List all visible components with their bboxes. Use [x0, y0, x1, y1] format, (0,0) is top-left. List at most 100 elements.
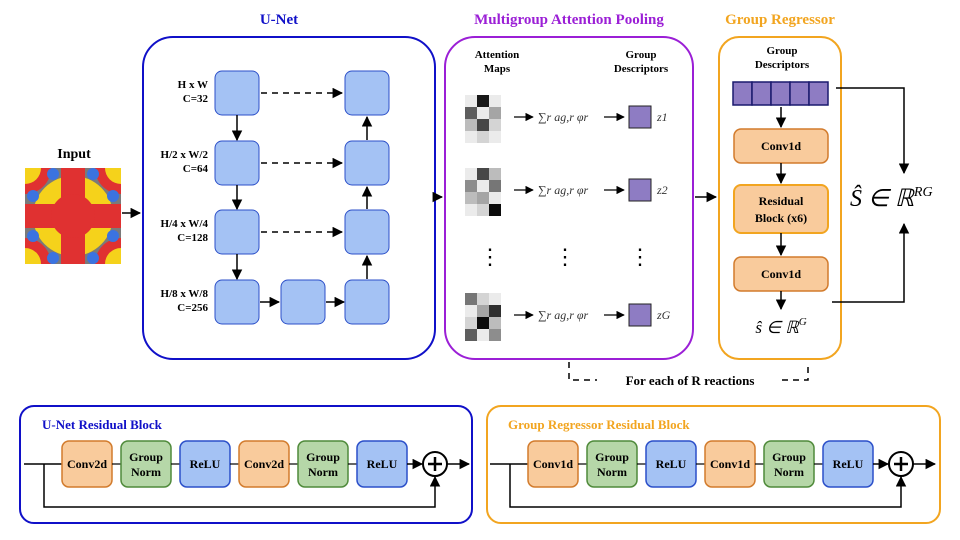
- attention-map-cell: [489, 204, 501, 216]
- attention-map-cell: [477, 305, 489, 317]
- descriptor-to-output-arrow: [836, 87, 910, 175]
- input-blue-dot: [107, 190, 119, 202]
- attention-map-cell: [465, 204, 477, 216]
- ellipsis-maps: ⋮: [479, 245, 501, 270]
- unet-nodes: [214, 70, 390, 325]
- attention-map-cell: [489, 192, 501, 204]
- loop-dashed-left: [568, 362, 597, 381]
- decoder-block: [344, 70, 390, 116]
- attention-map-cell: [489, 305, 501, 317]
- unet-level-size: H/8 x W/8: [161, 288, 209, 300]
- residual-layer-label: Conv1d: [533, 457, 573, 471]
- descriptor-vector-cell: [732, 81, 753, 106]
- pooling-title: Multigroup Attention Pooling: [474, 12, 664, 28]
- final-output: Ŝ ∈ ℝRG: [850, 185, 933, 212]
- attention-map-cell: [465, 305, 477, 317]
- attention-map-cell: [477, 119, 489, 131]
- encoder-block: [214, 70, 260, 116]
- input-corner-yellow: [25, 168, 41, 184]
- ellipsis-formula: ⋮: [554, 245, 576, 270]
- group-residual-title: Group Regressor Residual Block: [508, 417, 690, 432]
- unet-level-channels: C=64: [183, 163, 209, 175]
- residual-layer-label: Conv2d: [244, 457, 284, 471]
- attention-map-cell: [465, 317, 477, 329]
- attention-map-cell: [489, 293, 501, 305]
- group-descriptors-header-line2: Descriptors: [614, 63, 669, 75]
- attention-map-cell: [477, 131, 489, 143]
- unet-residual-title: U-Net Residual Block: [42, 417, 163, 432]
- residual-layer-label: Group: [306, 450, 340, 464]
- attention-map-cell: [465, 180, 477, 192]
- regressor-header-line2: Descriptors: [755, 59, 810, 71]
- attention-map-cell: [489, 317, 501, 329]
- pooling-formula: ∑r ag,r φr: [538, 308, 589, 322]
- descriptor-vector-cell: [751, 81, 772, 106]
- unet-title: U-Net: [260, 12, 298, 28]
- regressor-header-line1: Group: [767, 45, 798, 57]
- decoder-block: [344, 209, 390, 255]
- residual-layer-norm: [586, 440, 638, 488]
- regressor-title: Group Regressor: [725, 12, 835, 28]
- attention-map-cell: [465, 192, 477, 204]
- attention-map-cell: [465, 168, 477, 180]
- attention-map-cell: [477, 293, 489, 305]
- residual-layer-label: Conv1d: [710, 457, 750, 471]
- descriptor-vector-cell: [770, 81, 791, 106]
- residual-layer-label: Group: [595, 450, 629, 464]
- attention-map-cell: [477, 168, 489, 180]
- attention-map-cell: [489, 168, 501, 180]
- unet-level-channels: C=256: [177, 302, 208, 314]
- attention-map-cell: [465, 131, 477, 143]
- pooling-formula: ∑r ag,r φr: [538, 110, 589, 124]
- residual-layer-label: Conv2d: [67, 457, 107, 471]
- attention-map-cell: [477, 107, 489, 119]
- attention-map-cell: [489, 131, 501, 143]
- residual-layer-label: ReLU: [833, 457, 864, 471]
- final-output-sup: RG: [913, 185, 933, 200]
- attention-maps-header-line2: Maps: [484, 63, 511, 75]
- input-blue-dot: [27, 230, 39, 242]
- ellipsis-descriptors: ⋮: [629, 245, 651, 270]
- residual-layer-norm: [763, 440, 815, 488]
- input-blue-dot: [87, 252, 99, 264]
- attention-map-cell: [477, 204, 489, 216]
- regressor-panel: [718, 36, 842, 360]
- skip-connection: [509, 464, 907, 508]
- residual-layer-norm: [120, 440, 172, 488]
- regressor-residual-box: [733, 184, 829, 234]
- input-blue-dot: [47, 168, 59, 180]
- unet-level-channels: C=32: [183, 93, 209, 105]
- bottleneck-block: [280, 279, 326, 325]
- unet-level-channels: C=128: [177, 232, 208, 244]
- unet-level-size: H/4 x W/4: [161, 218, 209, 230]
- residual-layer-label: Norm: [131, 465, 161, 479]
- attention-map-cell: [477, 329, 489, 341]
- regressor-residual-label-line1: Residual: [759, 194, 804, 208]
- unet-level-size: H x W: [178, 79, 208, 91]
- residual-layer-norm: [297, 440, 349, 488]
- unet-level-labels: H x WC=32H/2 x W/2C=64H/4 x W/4C=128H/8 …: [161, 79, 209, 314]
- regressor-output-text: ŝ ∈ ℝ: [755, 318, 800, 337]
- residual-layer-label: ReLU: [190, 457, 221, 471]
- attention-map-cell: [465, 119, 477, 131]
- residual-layer-label: Norm: [774, 465, 804, 479]
- attention-map-cell: [477, 317, 489, 329]
- input-red-center: [51, 194, 95, 238]
- decoder-block: [344, 140, 390, 186]
- regressor-to-output-arrow: [832, 222, 910, 303]
- regressor-output: ŝ ∈ ℝG: [755, 316, 806, 337]
- regressor-conv1d-1-label: Conv1d: [761, 139, 801, 153]
- residual-layer-label: Norm: [597, 465, 627, 479]
- input-blue-dot: [87, 168, 99, 180]
- residual-layer-label: ReLU: [367, 457, 398, 471]
- regressor-output-sup: G: [799, 316, 807, 328]
- group-descriptor-square: [628, 105, 652, 129]
- loop-dashed-right: [782, 362, 809, 381]
- unet-residual-panel: [19, 405, 473, 524]
- regressor-descriptor-vector: [732, 81, 829, 106]
- attention-map-cell: [465, 293, 477, 305]
- decoder-block: [344, 279, 390, 325]
